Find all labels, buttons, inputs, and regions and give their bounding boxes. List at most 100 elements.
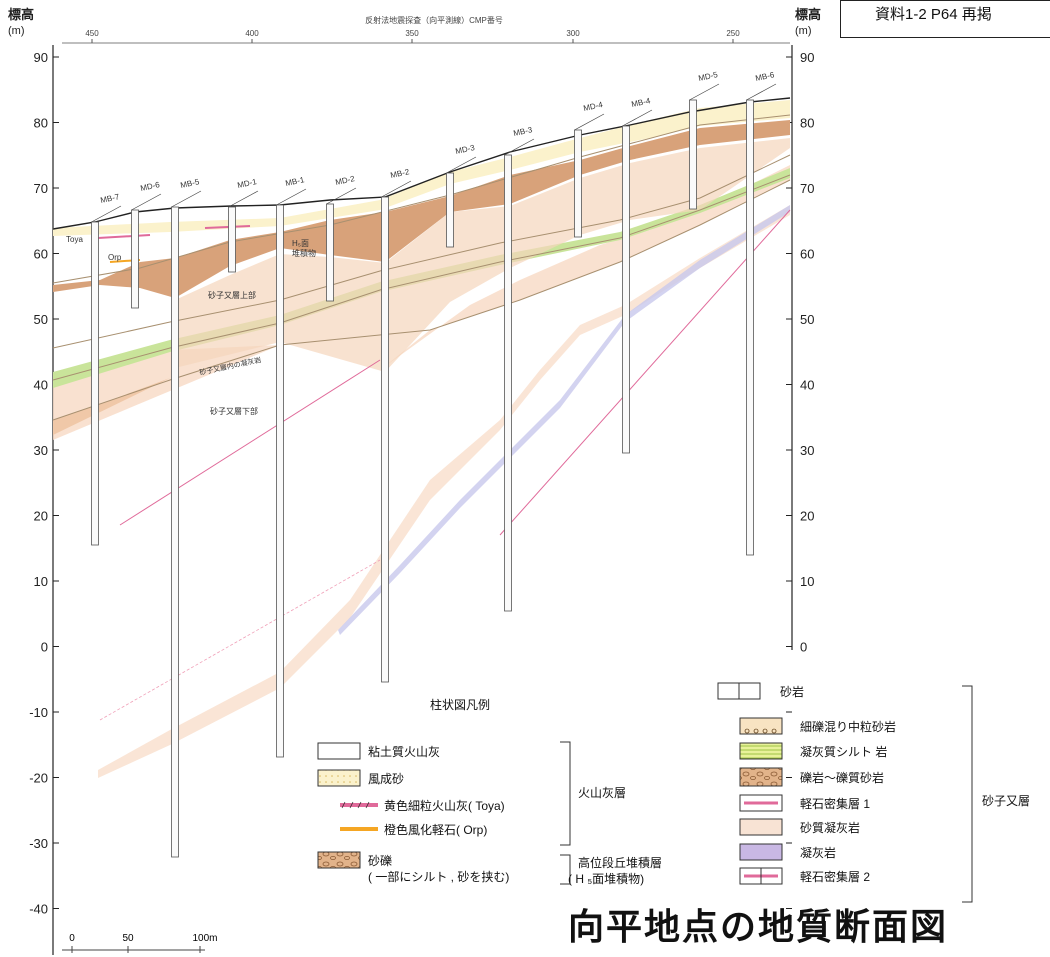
toya-marker <box>204 225 251 229</box>
left-axis-title: 標高 <box>8 7 34 22</box>
y-tick-label: 0 <box>800 640 807 655</box>
page-title: 向平地点の地質断面図 <box>568 906 949 947</box>
cmp-tick-label: 250 <box>726 29 740 38</box>
borehole-column <box>446 172 454 248</box>
borehole-column <box>381 196 389 683</box>
borehole-label: MB-6 <box>755 70 776 83</box>
y-tick-label: 90 <box>800 50 814 65</box>
cmp-tick-label: 450 <box>85 29 99 38</box>
legend-title: 柱状図凡例 <box>430 698 491 712</box>
cmp-tick-label: 300 <box>566 29 580 38</box>
borehole-label: MB-4 <box>631 96 652 109</box>
y-tick-label: 40 <box>800 378 814 393</box>
cmp-tick-label: 350 <box>405 29 419 38</box>
borehole-column <box>574 129 582 238</box>
swatch-toya-line <box>340 801 378 809</box>
orp-label: Orp <box>108 253 122 262</box>
borehole-column <box>228 206 236 273</box>
y-tick-label: 50 <box>800 312 814 327</box>
legend-label: ( 一部にシルト , 砂を挟む) <box>368 870 510 884</box>
legend-swatches <box>317 682 783 885</box>
left-deep-peach <box>53 378 170 435</box>
y-tick-label: 50 <box>34 312 48 327</box>
upper-yellow-band <box>53 100 790 236</box>
legend-group-label: 火山灰層 <box>578 786 627 800</box>
y-tick-label: -30 <box>29 836 48 851</box>
borehole-label: MB-1 <box>285 175 306 188</box>
legend-group-label: 高位段丘堆積層 <box>578 856 663 870</box>
strata-layers <box>52 97 791 440</box>
borehole-label: MD-5 <box>698 70 720 83</box>
legend-label: 軽石密集層 2 <box>800 870 871 884</box>
borehole-column <box>276 204 284 758</box>
dipping-beds <box>98 205 791 778</box>
borehole-label: MB-3 <box>513 125 534 138</box>
left-axis-unit: (m) <box>8 25 25 37</box>
swatch-conglomerate <box>739 767 783 787</box>
cmp-ticks: 450 400 350 300 250 <box>85 29 740 43</box>
upper-formation-label: 砂子又層上部 <box>208 290 256 300</box>
legend-label: 砂岩 <box>780 685 805 699</box>
right-axis-title: 標高 <box>795 7 821 22</box>
gravel-h5-layer <box>53 120 790 298</box>
cmp-axis-title: 反射法地震探査（向平測線）CMP番号 <box>365 15 503 25</box>
borehole-label: MB-7 <box>100 192 121 205</box>
borehole-label: MD-2 <box>335 174 357 187</box>
borehole-column <box>689 99 697 210</box>
y-tick-label: 70 <box>34 181 48 196</box>
legend-brackets <box>560 685 973 903</box>
toya-label: Toya <box>66 235 83 244</box>
borehole-label: MD-6 <box>140 180 162 193</box>
swatch-sandy-tuff <box>739 818 783 836</box>
y-tick-label: 0 <box>41 640 48 655</box>
scale-label: 50 <box>122 933 134 944</box>
legend-label: 砂礫 <box>368 854 393 868</box>
y-tick-label: 30 <box>800 443 814 458</box>
toya-marker <box>97 234 151 239</box>
legend-label: 凝灰岩 <box>800 846 837 860</box>
borehole-column <box>746 99 754 556</box>
y-tick-label: 40 <box>34 378 48 393</box>
swatch-tuffaceous-silt <box>739 742 783 760</box>
legend-group-label: 砂子又層 <box>982 794 1031 808</box>
right-axis-unit: (m) <box>795 25 812 37</box>
borehole-column <box>504 154 512 612</box>
y-tick-label: -40 <box>29 902 48 917</box>
swatch-eolian-sand <box>317 769 361 787</box>
legend-label: 風成砂 <box>368 772 405 786</box>
borehole-column <box>91 221 99 546</box>
borehole-column <box>171 206 179 858</box>
legend-label: 粘土質火山灰 <box>368 745 441 759</box>
lower-formation-label: 砂子又層下部 <box>210 406 258 416</box>
y-tick-label: 60 <box>34 247 48 262</box>
reference-label: 資料1-2 P64 再掲 <box>840 0 1050 38</box>
borehole-column <box>622 125 630 454</box>
y-tick-label: 30 <box>34 443 48 458</box>
swatch-fine-gravel-sandstone <box>739 717 783 735</box>
scale-label: 0 <box>69 933 75 944</box>
y-tick-label: 20 <box>34 509 48 524</box>
legend-group-label: ( H ₅面堆積物) <box>568 872 645 886</box>
h5-deposit-label: H₅面堆積物 <box>292 239 316 258</box>
y-tick-label: 60 <box>800 247 814 262</box>
legend-label: 凝灰質シルト 岩 <box>800 745 888 759</box>
scale-label: 100m <box>192 933 217 944</box>
y-tick-label: -10 <box>29 705 48 720</box>
borehole-column <box>131 209 139 309</box>
borehole-label: MB-5 <box>180 177 201 190</box>
y-tick-label: 90 <box>34 50 48 65</box>
legend-label: 砂質凝灰岩 <box>800 821 861 835</box>
borehole-label: MB-2 <box>390 167 411 180</box>
y-tick-label: 70 <box>800 181 814 196</box>
borehole-label: MD-3 <box>455 143 477 156</box>
cmp-tick-label: 400 <box>245 29 259 38</box>
swatch-gravel <box>317 851 361 869</box>
y-tick-label: -20 <box>29 771 48 786</box>
borehole-column <box>326 203 334 302</box>
legend-label: 礫岩～礫質砂岩 <box>800 771 885 785</box>
y-tick-label: 20 <box>800 509 814 524</box>
borehole-label: MD-1 <box>237 177 259 190</box>
